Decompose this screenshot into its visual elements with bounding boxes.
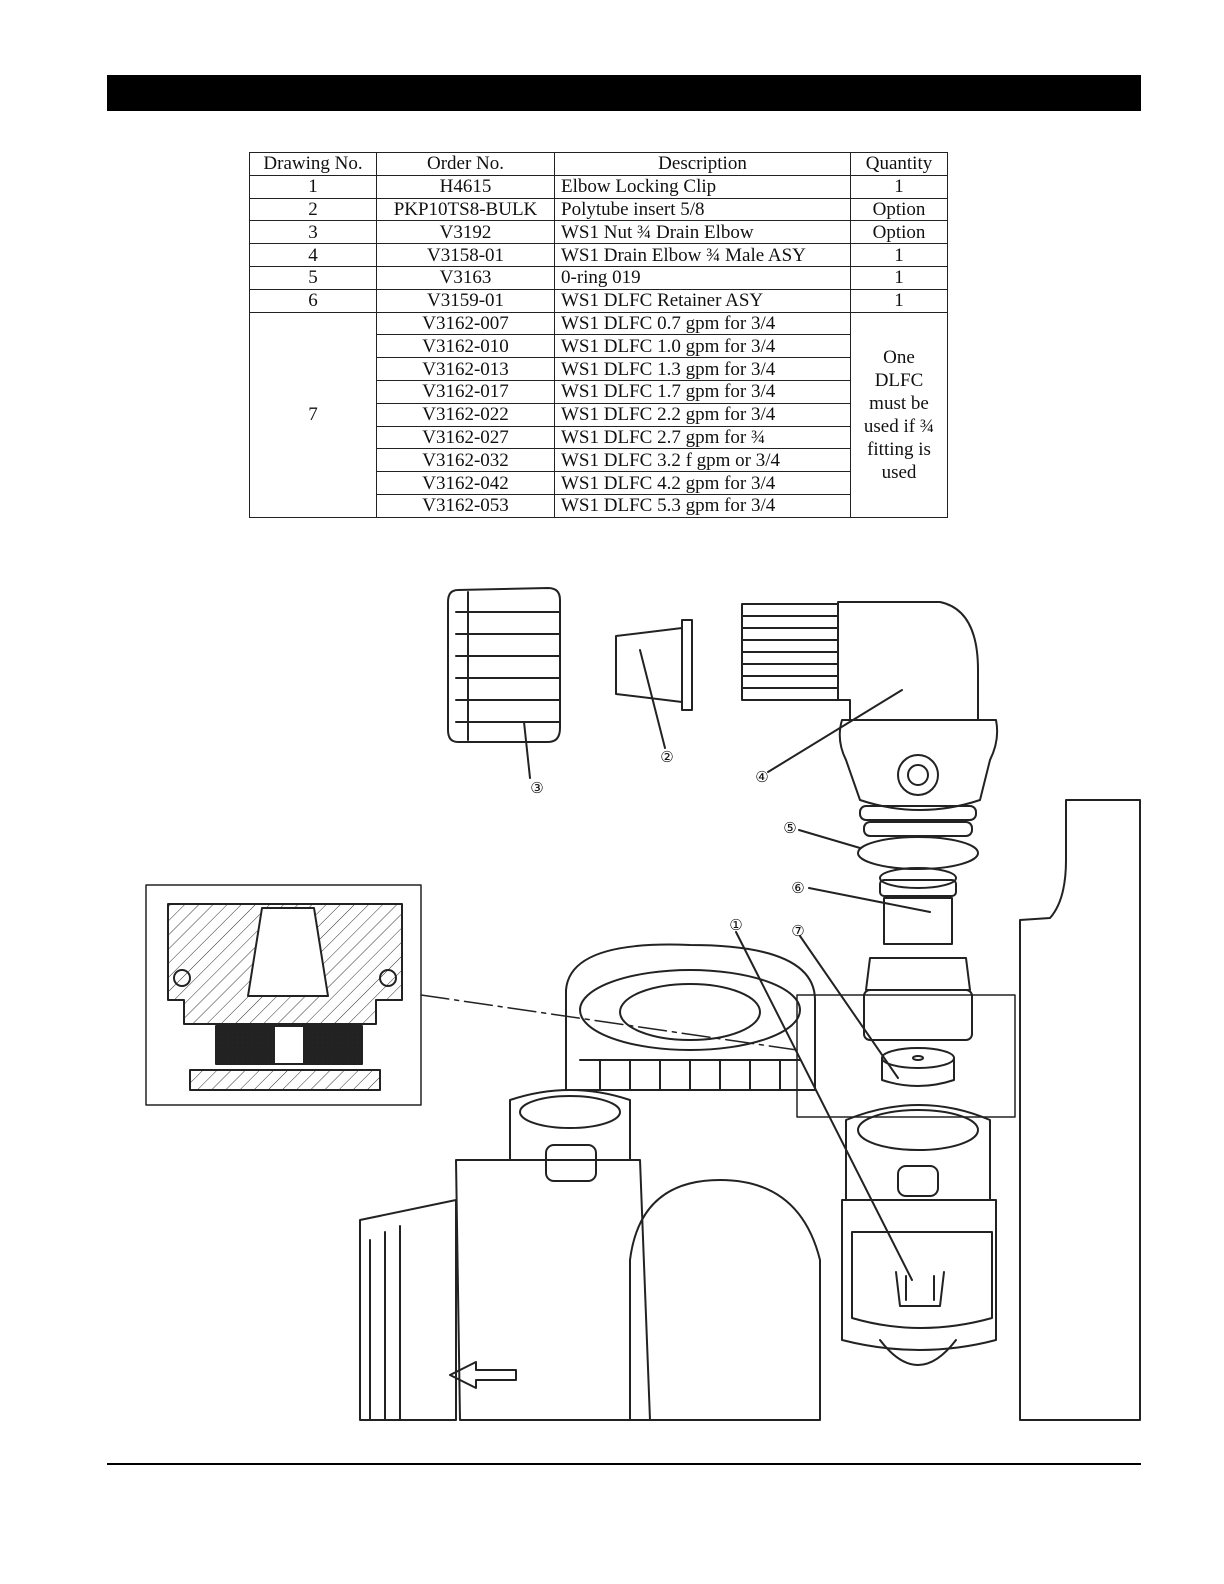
table-row: V3162-017 WS1 DLFC 1.7 gpm for 3/4	[250, 379, 948, 404]
drawing-no: 3	[249, 220, 377, 245]
description: WS1 DLFC 2.2 gpm for 3/4	[554, 402, 851, 427]
order-no: V3162-027	[376, 425, 555, 450]
table-row: 5 V3163 0-ring 019 1	[249, 265, 948, 290]
order-no: H4615	[376, 174, 555, 199]
order-no: V3192	[376, 220, 555, 245]
dlfc-retainer-part	[863, 867, 973, 1041]
quantity: Option	[850, 197, 948, 222]
table-row: V3162-027 WS1 DLFC 2.7 gpm for ¾	[250, 425, 948, 450]
footer-rule	[107, 1463, 1141, 1465]
order-no: V3162-022	[376, 402, 555, 427]
header-order-no: Order No.	[376, 152, 555, 176]
table-row: V3162-013 WS1 DLFC 1.3 gpm for 3/4	[250, 357, 948, 381]
o-ring-part	[857, 836, 979, 870]
dlfc-button-part	[881, 1047, 955, 1087]
order-no: V3162-053	[376, 493, 555, 518]
order-no: PKP10TS8-BULK	[376, 197, 555, 222]
detail-zoom-box	[796, 994, 1016, 1118]
table-row: 3 V3192 WS1 Nut ¾ Drain Elbow Option	[249, 220, 948, 245]
table-row: 7 V3162-007 WS1 DLFC 0.7 gpm for 3/4 One…	[249, 311, 948, 518]
description: 0-ring 019	[554, 265, 851, 290]
quantity: 1	[850, 174, 948, 199]
order-no: V3159-01	[376, 288, 555, 313]
description: WS1 DLFC 4.2 gpm for 3/4	[554, 471, 851, 495]
order-no: V3158-01	[376, 243, 555, 267]
quantity: Option	[850, 220, 948, 245]
drawing-no: 2	[249, 197, 377, 222]
drain-elbow-part	[741, 601, 999, 837]
header-drawing-no: Drawing No.	[249, 152, 377, 176]
drawing-no: 4	[249, 243, 377, 267]
description: WS1 DLFC 0.7 gpm for 3/4	[554, 311, 851, 336]
description: WS1 Nut ¾ Drain Elbow	[554, 220, 851, 245]
exploded-parts-diagram: ③ ② ④ ⑤ ⑥ ① ⑦	[145, 587, 1141, 1421]
order-no: V3162-042	[376, 471, 555, 495]
description: WS1 DLFC 1.7 gpm for 3/4	[554, 379, 851, 404]
header-bar	[107, 75, 1141, 111]
header-description: Description	[554, 152, 851, 176]
description: WS1 DLFC 1.3 gpm for 3/4	[554, 357, 851, 381]
callout-3: ③	[530, 779, 543, 797]
table-row: V3162-042 WS1 DLFC 4.2 gpm for 3/4	[250, 471, 948, 495]
order-no: V3162-010	[376, 334, 555, 359]
drawing-no-group: 7	[249, 311, 377, 518]
order-no: V3162-013	[376, 357, 555, 381]
order-no: V3162-007	[376, 311, 555, 336]
drawing-no: 1	[249, 174, 377, 199]
parts-table: Drawing No. Order No. Description Quanti…	[249, 152, 948, 518]
quantity: 1	[850, 265, 948, 290]
drawing-no: 6	[249, 288, 377, 313]
callout-2: ②	[660, 748, 673, 766]
quantity: 1	[850, 243, 948, 267]
control-valve-body	[359, 799, 1141, 1421]
callout-7: ⑦	[791, 922, 804, 940]
description: Polytube insert 5/8	[554, 197, 851, 222]
table-row: V3162-053 WS1 DLFC 5.3 gpm for 3/4	[250, 493, 948, 518]
description: WS1 DLFC 1.0 gpm for 3/4	[554, 334, 851, 359]
drain-elbow-nut-part	[447, 587, 561, 743]
quantity-note: One DLFC must be used if ¾ fitting is us…	[850, 311, 948, 518]
drawing-no: 5	[249, 265, 377, 290]
callout-1: ①	[729, 916, 742, 934]
description: WS1 DLFC 5.3 gpm for 3/4	[554, 493, 851, 518]
header-quantity: Quantity	[850, 152, 948, 176]
cross-section-detail	[145, 884, 422, 1106]
table-row: 2 PKP10TS8-BULK Polytube insert 5/8 Opti…	[249, 197, 948, 222]
table-row: 1 H4615 Elbow Locking Clip 1	[249, 174, 948, 199]
table-row: V3162-032 WS1 DLFC 3.2 f gpm or 3/4	[250, 448, 948, 473]
order-no: V3162-017	[376, 379, 555, 404]
detail-leader-line	[420, 994, 798, 1051]
table-header-row: Drawing No. Order No. Description Quanti…	[249, 152, 948, 176]
description: Elbow Locking Clip	[554, 174, 851, 199]
description: WS1 DLFC Retainer ASY	[554, 288, 851, 313]
quantity: 1	[850, 288, 948, 313]
polytube-insert-part	[615, 619, 693, 711]
order-no: V3162-032	[376, 448, 555, 473]
callout-4: ④	[755, 768, 768, 786]
callout-5: ⑤	[783, 819, 796, 837]
table-row: 6 V3159-01 WS1 DLFC Retainer ASY 1	[249, 288, 948, 313]
table-row: 4 V3158-01 WS1 Drain Elbow ¾ Male ASY 1	[249, 243, 948, 267]
description: WS1 Drain Elbow ¾ Male ASY	[554, 243, 851, 267]
description: WS1 DLFC 3.2 f gpm or 3/4	[554, 448, 851, 473]
callout-6: ⑥	[791, 879, 804, 897]
order-no: V3163	[376, 265, 555, 290]
description: WS1 DLFC 2.7 gpm for ¾	[554, 425, 851, 450]
